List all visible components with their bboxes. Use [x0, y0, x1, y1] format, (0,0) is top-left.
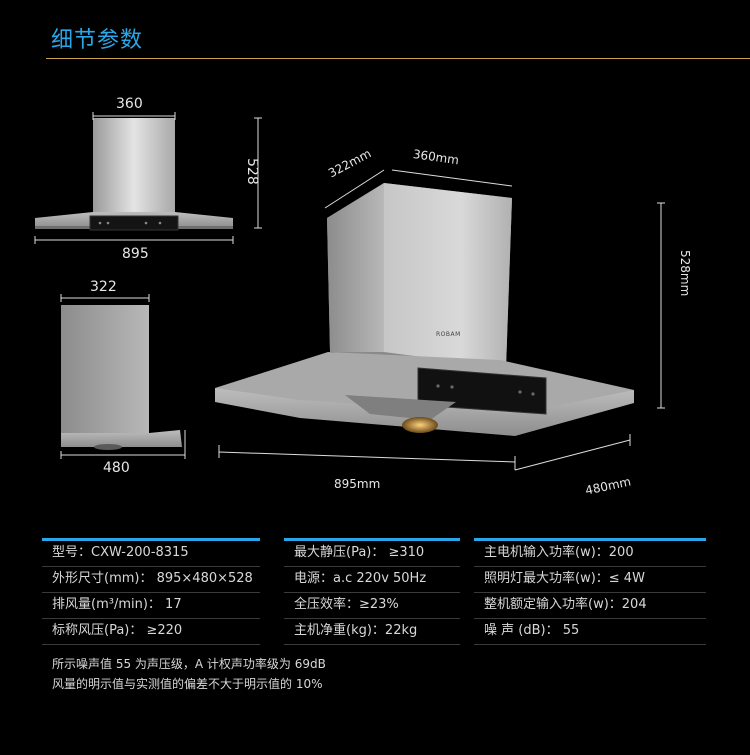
side-view-drawing: [60, 294, 186, 459]
spec-dimensions: 外形尺寸(mm)： 895×480×528: [42, 567, 260, 593]
spec-noise: 噪 声 (dB)： 55: [474, 619, 706, 645]
spec-efficiency: 全压效率：≥23%: [284, 593, 460, 619]
side-width-bottom-label: 480: [103, 460, 130, 476]
spec-header-bar: [474, 538, 706, 541]
spec-airflow: 排风量(m³/min)： 17: [42, 593, 260, 619]
spec-header-bar: [284, 538, 460, 541]
persp-height-label: 528mm: [678, 250, 692, 297]
perspective-drawing: [215, 169, 665, 471]
footnote-airflow: 风量的明示值与实测值的偏差不大于明示值的 10%: [52, 677, 323, 691]
spec-column-2: 最大静压(Pa)： ≥310 电源：a.c 220v 50Hz 全压效率：≥23…: [284, 538, 460, 645]
spec-column-1: 型号：CXW-200-8315 外形尺寸(mm)： 895×480×528 排风…: [42, 538, 260, 645]
spec-header-bar: [42, 538, 260, 541]
brand-logo: ROBAM: [436, 331, 461, 338]
front-view-drawing: [34, 112, 262, 244]
spec-model: 型号：CXW-200-8315: [42, 541, 260, 567]
title-rule: [46, 58, 750, 59]
spec-motor-power: 主电机输入功率(w)：200: [474, 541, 706, 567]
spec-nominal-pressure: 标称风压(Pa)： ≥220: [42, 619, 260, 645]
spec-power-supply: 电源：a.c 220v 50Hz: [284, 567, 460, 593]
front-height-label: 528: [244, 158, 260, 185]
spec-net-weight: 主机净重(kg)：22kg: [284, 619, 460, 645]
front-width-top-label: 360: [116, 96, 143, 112]
spec-max-static-pressure: 最大静压(Pa)： ≥310: [284, 541, 460, 567]
side-width-top-label: 322: [90, 279, 117, 295]
persp-width-bottom-label: 895mm: [334, 477, 381, 491]
page-title: 细节参数: [51, 28, 144, 53]
spec-column-3: 主电机输入功率(w)：200 照明灯最大功率(w)：≤ 4W 整机额定输入功率(…: [474, 538, 706, 645]
footnotes: 所示噪声值 55 为声压级，A 计权声功率级为 69dB 风量的明示值与实测值的…: [52, 654, 326, 694]
footnote-noise: 所示噪声值 55 为声压级，A 计权声功率级为 69dB: [52, 657, 326, 671]
front-width-bottom-label: 895: [122, 246, 149, 262]
spec-rated-power: 整机额定输入功率(w)：204: [474, 593, 706, 619]
spec-lamp-power: 照明灯最大功率(w)：≤ 4W: [474, 567, 706, 593]
